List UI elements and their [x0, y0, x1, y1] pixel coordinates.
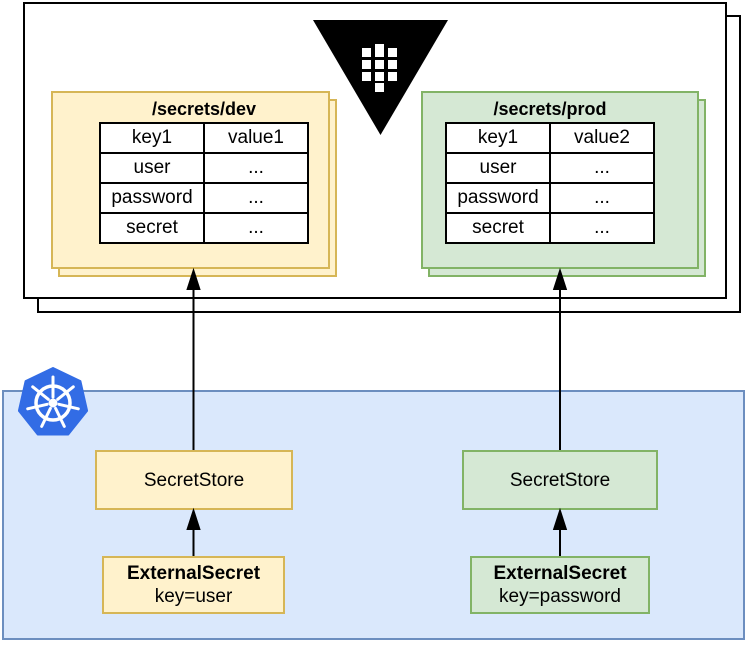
externalsecret-password-label: ExternalSecret — [493, 563, 627, 584]
vault-icon — [313, 20, 448, 135]
secrets-dev-title: /secrets/dev — [151, 99, 257, 119]
externalsecret-password-key: key=password — [499, 586, 621, 607]
secrets-dev-card: /secrets/dev key1 value1 user ... passwo… — [51, 91, 330, 269]
table-row: key1 value1 — [99, 122, 309, 154]
table-cell: key1 — [445, 122, 551, 154]
table-cell: user — [445, 152, 551, 184]
externalsecret-user-label: ExternalSecret — [126, 563, 261, 584]
externalsecret-user-key: key=user — [154, 586, 233, 607]
secrets-prod-title: /secrets/prod — [493, 99, 607, 119]
secretstore-dev-box: SecretStore — [95, 450, 293, 510]
table-row: secret ... — [99, 212, 309, 244]
externalsecret-password-box: ExternalSecret key=password — [470, 556, 650, 614]
table-row: key1 value2 — [445, 122, 655, 154]
secrets-prod-table: key1 value2 user ... password ... secret… — [445, 122, 655, 244]
table-cell: ... — [203, 212, 309, 244]
externalsecret-user-box: ExternalSecret key=user — [102, 556, 285, 614]
secretstore-prod-box: SecretStore — [462, 450, 658, 510]
kubernetes-icon — [18, 367, 88, 436]
table-row: password ... — [99, 182, 309, 214]
table-row: secret ... — [445, 212, 655, 244]
secretstore-prod-label: SecretStore — [509, 469, 611, 491]
table-row: user ... — [445, 152, 655, 184]
table-cell: ... — [549, 152, 655, 184]
table-row: password ... — [445, 182, 655, 214]
secretstore-dev-label: SecretStore — [143, 469, 245, 491]
secrets-dev-table: key1 value1 user ... password ... secret… — [99, 122, 309, 244]
table-cell: ... — [203, 182, 309, 214]
table-cell: ... — [549, 182, 655, 214]
table-cell: key1 — [99, 122, 205, 154]
table-cell: password — [445, 182, 551, 214]
table-cell: ... — [203, 152, 309, 184]
table-cell: value2 — [549, 122, 655, 154]
secrets-prod-card: /secrets/prod key1 value2 user ... passw… — [421, 91, 699, 269]
table-cell: user — [99, 152, 205, 184]
table-cell: secret — [99, 212, 205, 244]
table-cell: secret — [445, 212, 551, 244]
table-cell: password — [99, 182, 205, 214]
table-cell: value1 — [203, 122, 309, 154]
table-cell: ... — [549, 212, 655, 244]
table-row: user ... — [99, 152, 309, 184]
